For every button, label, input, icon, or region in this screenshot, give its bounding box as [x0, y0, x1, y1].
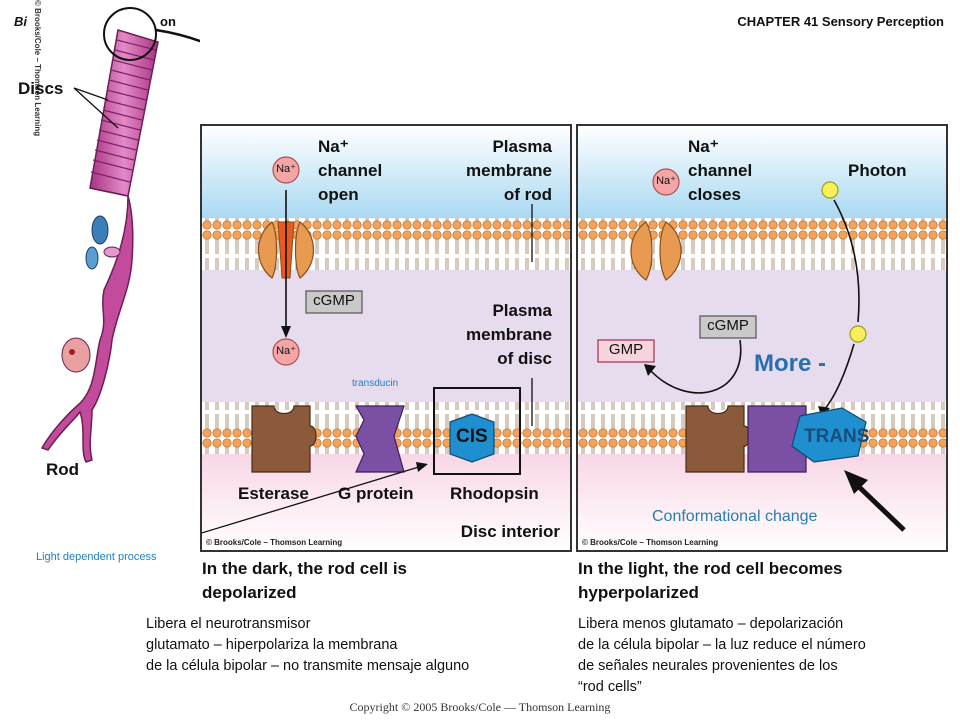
- header-left: Bi: [14, 14, 27, 29]
- gmp-label: GMP: [608, 341, 644, 358]
- conformational-arrow: [854, 482, 906, 532]
- plasma-membrane-disc-label: Plasma membrane of disc: [466, 301, 552, 368]
- disc-interior-label: Disc interior: [460, 522, 560, 541]
- na-ion-top-label: Na⁺: [276, 163, 296, 175]
- esterase-label: Esterase: [238, 484, 309, 503]
- discs-leader: [73, 87, 109, 101]
- transducin-label: transducin: [352, 378, 399, 389]
- cis-label: CIS: [456, 426, 488, 447]
- na-channel-closed: [630, 221, 682, 281]
- na-ion-light: [652, 168, 680, 196]
- dark-caption: In the dark, the rod cell is depolarized: [202, 559, 407, 602]
- light-panel-credit: © Brooks/Cole – Thomson Learning: [582, 538, 719, 547]
- light-dependent-label: Light dependent process: [36, 551, 157, 563]
- header-left-partial: on: [160, 14, 176, 29]
- more-label: More -: [754, 350, 826, 377]
- magnifier-circle: [103, 7, 157, 61]
- esterase-protein-light: [685, 405, 751, 473]
- na-ion-bottom-label: Na⁺: [276, 345, 296, 357]
- rhodopsin-label: Rhodopsin: [450, 484, 539, 503]
- light-caption: In the light, the rod cell becomes hyper…: [578, 559, 843, 602]
- light-panel: Na⁺ cGMP GMP Na⁺ channel closes Photon M…: [576, 124, 948, 552]
- footer-copyright: Copyright © 2005 Brooks/Cole — Thomson L…: [349, 700, 611, 714]
- rhodopsin-trans: [791, 407, 867, 463]
- photon-dot-1: [821, 181, 839, 199]
- rod-inner-segment: [40, 187, 134, 463]
- na-ion-top: [272, 156, 300, 184]
- photon-label: Photon: [848, 161, 907, 180]
- dark-panel-credit: © Brooks/Cole – Thomson Learning: [206, 538, 343, 547]
- na-ion-bottom: [272, 338, 300, 366]
- disc-stripes: [90, 39, 157, 183]
- discs-label: Discs: [18, 79, 64, 98]
- light-note: Libera menos glutamato – depolarización …: [578, 616, 866, 695]
- cgmp-label-dark: cGMP: [313, 292, 355, 309]
- na-channel-closes-label: Na⁺ channel closes: [688, 137, 753, 204]
- cgmp-box-dark: [305, 290, 363, 314]
- cgmp-box-light: [699, 315, 757, 339]
- rod-cell-illustration: [40, 7, 200, 463]
- rhodopsin-cis: [433, 387, 521, 475]
- g-protein-light: [747, 405, 807, 473]
- g-protein-label: G protein: [338, 484, 414, 503]
- trans-label: TRANS: [804, 426, 870, 447]
- rod-label: Rod: [46, 460, 80, 479]
- esterase-protein: [251, 405, 317, 473]
- dark-panel-art: [202, 126, 570, 550]
- conformational-change-label: Conformational change: [652, 508, 818, 525]
- dark-note: Libera el neurotransmisor glutamato – hi…: [146, 616, 470, 674]
- dark-panel: Na⁺ Na⁺ cGMP Na⁺ channel open Plasma mem…: [200, 124, 572, 552]
- cgmp-label-light: cGMP: [707, 317, 749, 334]
- plasma-membrane-rod-label: Plasma membrane of rod: [466, 137, 552, 204]
- chapter-header: CHAPTER 41 Sensory Perception: [737, 14, 944, 29]
- na-channel-open-label: Na⁺ channel open: [318, 137, 383, 204]
- rod-outer-segment: [89, 29, 159, 197]
- photon-dot-2: [849, 325, 867, 343]
- zoom-arrow: [155, 28, 200, 43]
- g-protein: [354, 405, 405, 473]
- gmp-box: [597, 339, 655, 363]
- light-panel-art: [578, 126, 946, 550]
- na-ion-light-label: Na⁺: [656, 175, 676, 187]
